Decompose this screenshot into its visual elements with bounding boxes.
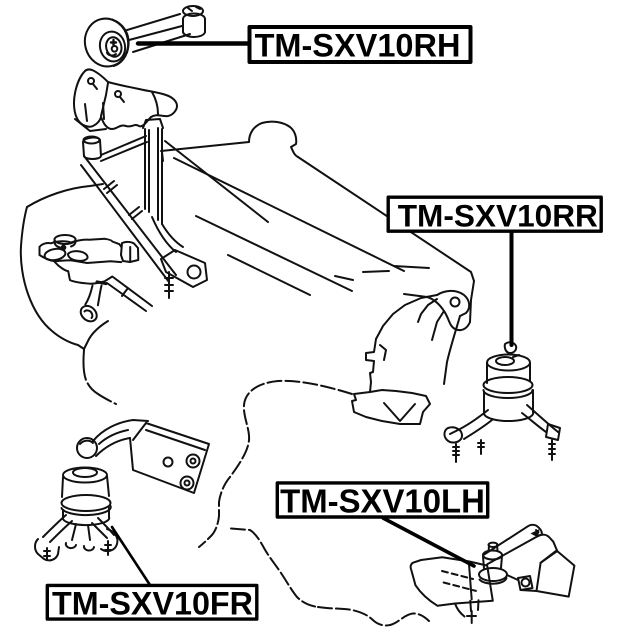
svg-text:TM-SXV10FR: TM-SXV10FR xyxy=(52,586,253,622)
svg-text:TM-SXV10RR: TM-SXV10RR xyxy=(398,198,598,234)
svg-text:TM-SXV10LH: TM-SXV10LH xyxy=(280,482,485,519)
svg-text:TM-SXV10RH: TM-SXV10RH xyxy=(255,28,461,64)
